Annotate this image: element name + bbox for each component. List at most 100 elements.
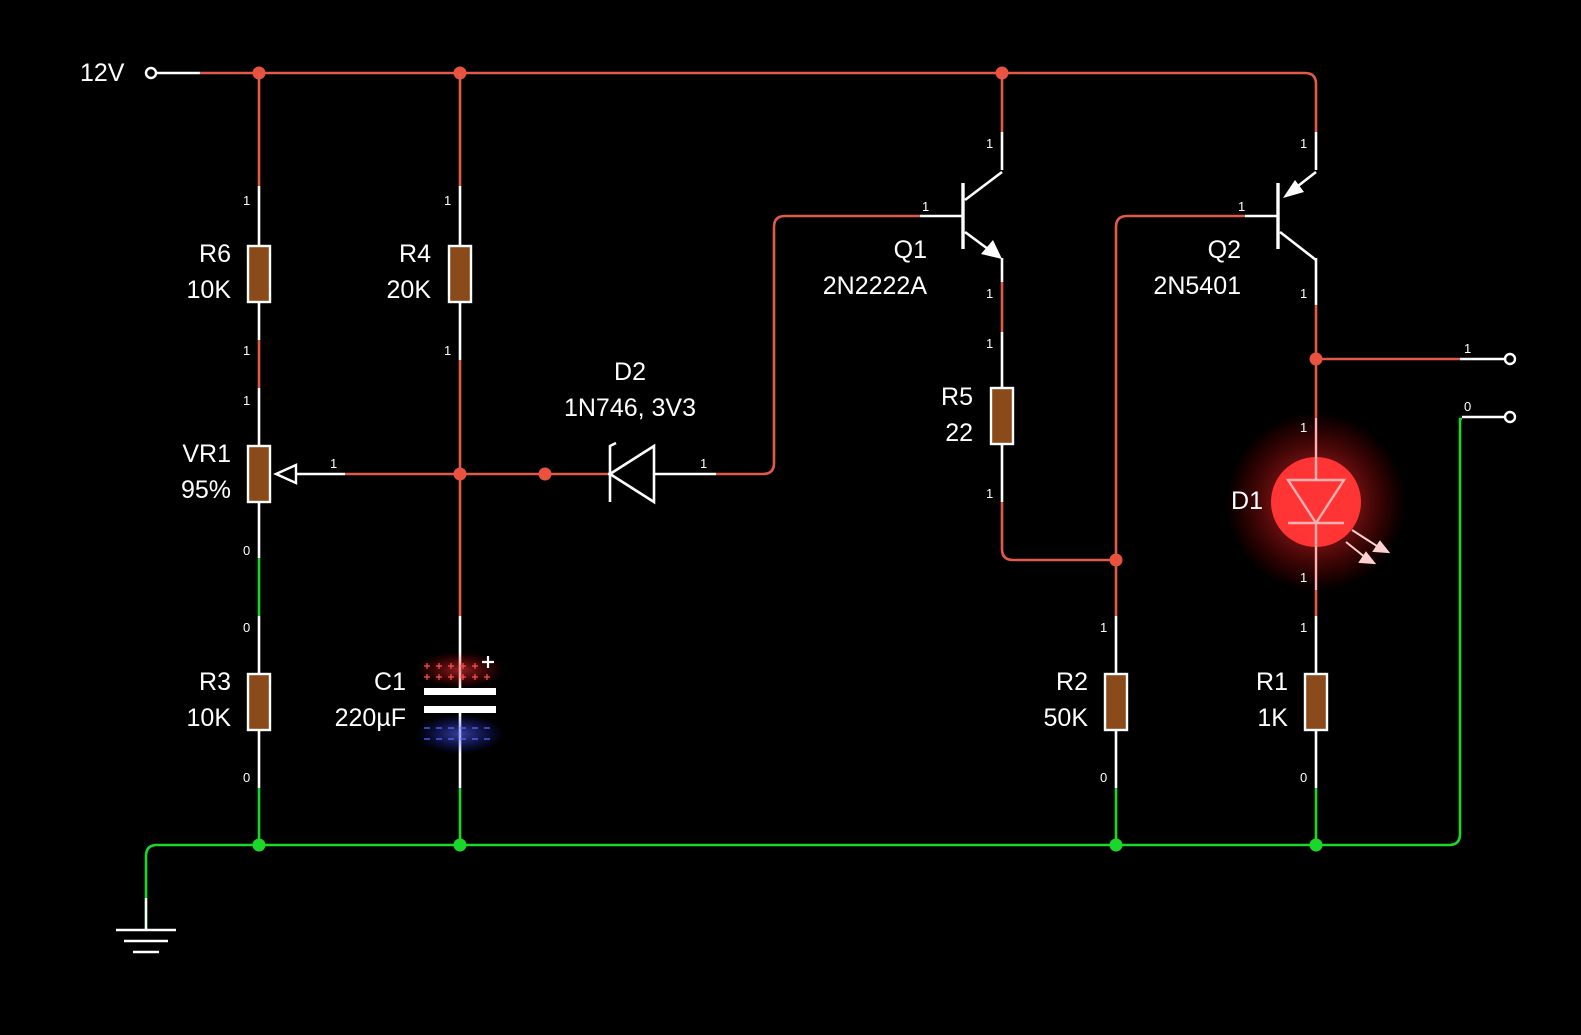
r2-value: 50K bbox=[1044, 704, 1089, 732]
d2-value: 1N746, 3V3 bbox=[564, 394, 696, 422]
q2-name: Q2 bbox=[1208, 236, 1241, 264]
junction-output bbox=[1309, 352, 1323, 366]
resistor-r1[interactable]: R1 1K 1 0 bbox=[1256, 590, 1329, 845]
d1-triangle bbox=[1285, 478, 1347, 526]
q2-value: 2N5401 bbox=[1153, 272, 1241, 300]
resistor-r1-body bbox=[1303, 672, 1329, 732]
r1-value: 1K bbox=[1257, 704, 1288, 732]
c1-plus-icon bbox=[482, 656, 494, 668]
zener-diode-d2[interactable]: D2 1N746, 3V3 1 bbox=[564, 358, 716, 505]
resistor-r2-body bbox=[1103, 672, 1129, 732]
r4-name: R4 bbox=[399, 240, 431, 268]
r2-name: R2 bbox=[1056, 668, 1088, 696]
output-bottom-node bbox=[1503, 410, 1517, 424]
junction-gnd-r2 bbox=[1109, 838, 1123, 852]
c1-name: C1 bbox=[374, 668, 406, 696]
c1-negative-glow bbox=[416, 714, 504, 754]
d1-pin-top: 1 bbox=[1300, 420, 1307, 435]
q1-pin-c: 1 bbox=[986, 136, 993, 151]
junction-gnd-c1 bbox=[453, 838, 467, 852]
wire-q2-base-r2 bbox=[1114, 214, 1245, 616]
c1-positive-charge bbox=[424, 663, 490, 680]
q1-name: Q1 bbox=[894, 236, 927, 264]
q2-pin-c: 1 bbox=[1300, 286, 1307, 301]
r6-name: R6 bbox=[199, 240, 231, 268]
r1-name: R1 bbox=[1256, 668, 1288, 696]
resistor-r4[interactable]: R4 20K 1 1 bbox=[387, 193, 473, 358]
resistor-r3[interactable]: R3 10K 0 0 bbox=[187, 620, 272, 785]
ground-rail bbox=[144, 430, 1462, 930]
led-d1[interactable]: D1 1 1 bbox=[1226, 412, 1406, 592]
r2-pin-bottom: 0 bbox=[1100, 770, 1107, 785]
wire-r5-node bbox=[1000, 502, 1116, 562]
supply-terminal[interactable]: 12V bbox=[80, 59, 200, 87]
d1-light-arrows-icon bbox=[1345, 529, 1391, 565]
resistor-r5-body bbox=[989, 386, 1015, 446]
r3-name: R3 bbox=[199, 668, 231, 696]
resistor-r6-body bbox=[246, 244, 272, 304]
q1-collector-diag bbox=[964, 170, 1003, 202]
junction-middle bbox=[453, 467, 467, 481]
q1-pin-b: 1 bbox=[922, 199, 929, 214]
potentiometer-vr1[interactable]: VR1 95% 1 1 0 bbox=[181, 393, 345, 558]
d1-pin-bottom: 1 bbox=[1300, 570, 1307, 585]
supply-label: 12V bbox=[80, 59, 125, 87]
output-terminal-bottom[interactable]: 0 bbox=[1458, 399, 1517, 430]
ground-symbol-icon[interactable] bbox=[116, 898, 176, 954]
top-rail bbox=[200, 66, 1318, 132]
output-top-pin: 1 bbox=[1464, 341, 1471, 356]
vr1-wiper-arrow[interactable] bbox=[273, 463, 298, 485]
r5-value: 22 bbox=[945, 419, 973, 447]
c1-plate-bottom bbox=[424, 706, 496, 713]
output-bottom-wire-top bbox=[1458, 417, 1462, 430]
r1-pin-bottom: 0 bbox=[1300, 770, 1307, 785]
q1-pin-e: 1 bbox=[986, 286, 993, 301]
output-bottom-pin: 0 bbox=[1464, 399, 1471, 414]
c1-value: 220µF bbox=[335, 704, 406, 732]
q2-emitter-arrow bbox=[1283, 180, 1304, 198]
r2-pin-top: 1 bbox=[1100, 620, 1107, 635]
r4-value: 20K bbox=[387, 276, 432, 304]
r5-pin-bottom: 1 bbox=[986, 486, 993, 501]
q2-collector-diag bbox=[1279, 230, 1317, 262]
c1-negative-charge bbox=[424, 727, 490, 740]
transistor-q2[interactable]: Q2 2N5401 1 1 1 bbox=[1153, 132, 1318, 305]
d2-triangle bbox=[607, 443, 656, 505]
r4-pin-top: 1 bbox=[444, 193, 451, 208]
c1-positive-glow bbox=[416, 652, 504, 688]
c1-plate-top bbox=[424, 688, 496, 695]
junction-d2-left bbox=[538, 467, 552, 481]
output-terminal-top[interactable]: 1 bbox=[1460, 341, 1517, 366]
transistor-q1[interactable]: Q1 2N2222A 1 1 1 bbox=[823, 73, 1004, 301]
r4-pin-bottom: 1 bbox=[444, 343, 451, 358]
top-rail-wire bbox=[200, 71, 1318, 132]
resistor-r3-body bbox=[246, 672, 272, 732]
capacitor-c1[interactable]: C1 220µF bbox=[335, 652, 504, 754]
r5-pin-top: 1 bbox=[986, 336, 993, 351]
r1-pin-top: 1 bbox=[1300, 620, 1307, 635]
r6-pin-bottom: 1 bbox=[243, 343, 250, 358]
r6-value: 10K bbox=[187, 276, 232, 304]
q1-emitter-arrow bbox=[981, 240, 1002, 259]
d2-bar bbox=[608, 441, 617, 502]
r3-pin-bottom: 0 bbox=[243, 770, 250, 785]
junction-gnd-r1 bbox=[1309, 838, 1323, 852]
resistor-r2[interactable]: R2 50K 1 0 bbox=[1044, 616, 1129, 845]
q2-pin-b: 1 bbox=[1238, 199, 1245, 214]
q2-emitter-diag bbox=[1297, 170, 1317, 188]
r3-pin-top: 0 bbox=[243, 620, 250, 635]
supply-terminal-node bbox=[144, 66, 158, 80]
junction-r2-top bbox=[1109, 553, 1123, 567]
d1-name: D1 bbox=[1231, 487, 1263, 515]
vr1-body bbox=[246, 444, 272, 504]
d2-name: D2 bbox=[614, 358, 646, 386]
resistor-r5[interactable]: R5 22 1 1 bbox=[941, 282, 1015, 502]
vr1-value: 95% bbox=[181, 476, 231, 504]
vr1-name: VR1 bbox=[182, 440, 231, 468]
resistor-r6[interactable]: R6 10K 1 1 bbox=[187, 193, 272, 358]
junction-gnd-r3 bbox=[252, 838, 266, 852]
q1-value: 2N2222A bbox=[823, 272, 928, 300]
vr1-pin-bottom: 0 bbox=[243, 543, 250, 558]
r5-name: R5 bbox=[941, 383, 973, 411]
output-top-node bbox=[1503, 352, 1517, 366]
